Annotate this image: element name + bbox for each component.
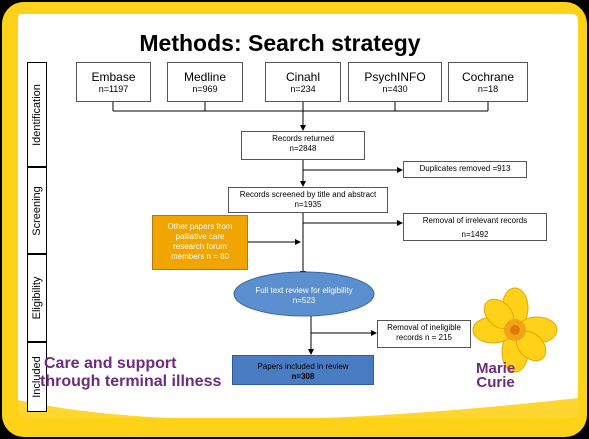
page-title: Methods: Search strategy	[139, 30, 421, 56]
daffodil-icon	[472, 287, 558, 373]
stage-identification: Identification	[27, 62, 47, 167]
tagline: Care and support through terminal illnes…	[40, 355, 222, 390]
stage-included: Included	[27, 342, 47, 412]
marie-curie-logo: Marie Curie	[476, 360, 516, 391]
duplicates-box: Duplicates removed =913	[403, 161, 527, 178]
full-text-ellipse	[233, 271, 375, 317]
stage-screening: Screening	[27, 167, 47, 254]
stage-eligibility: Eligibility	[27, 254, 47, 342]
